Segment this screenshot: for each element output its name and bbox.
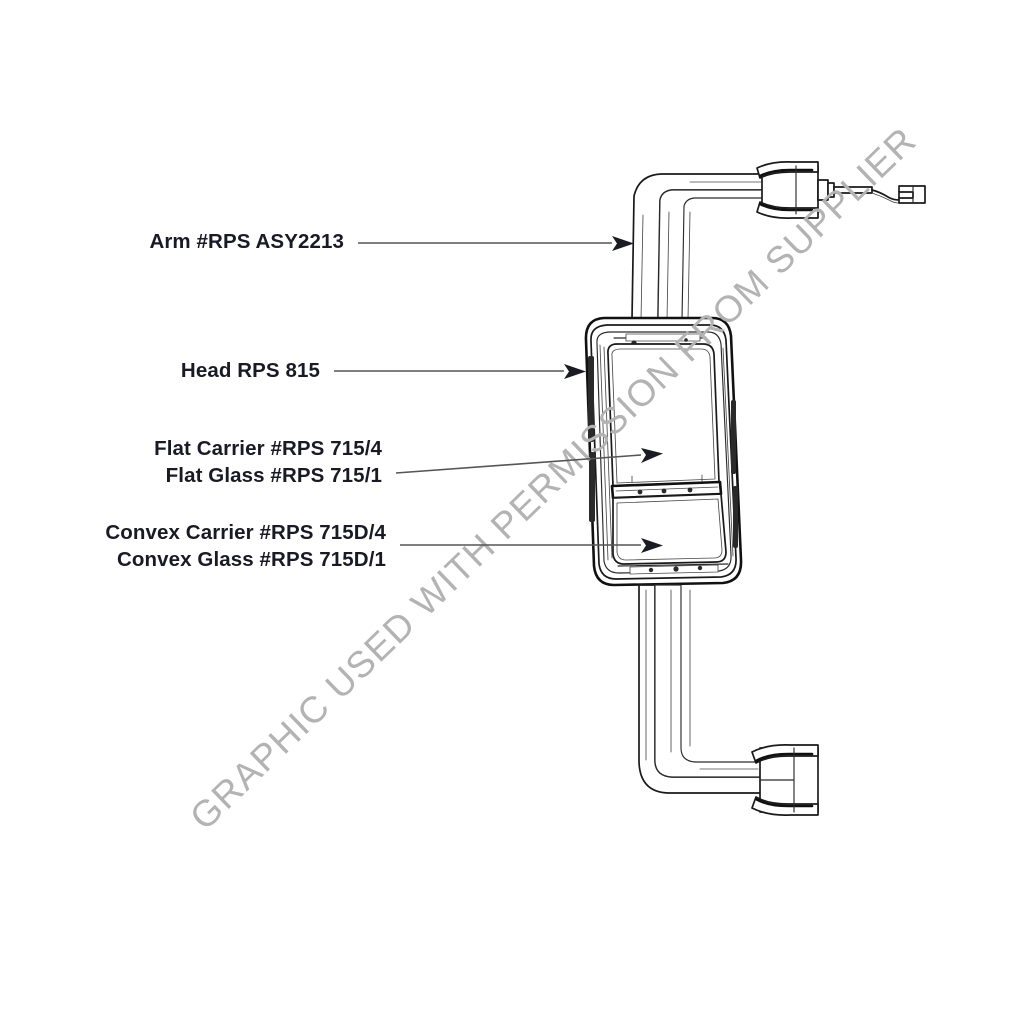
leader-head [334,364,586,379]
arm-callout-line-1: Arm #RPS ASY2213 [149,230,344,253]
wire-connector-plug [898,185,926,204]
leader-arm [358,236,634,251]
top-mount-bracket [756,161,900,219]
bottom-mount-bracket [751,744,819,816]
upper-arm-tube [631,173,773,321]
head-callout-label: Head RPS 815 [0,357,320,384]
arm-callout-label: Arm #RPS ASY2213 [0,228,344,255]
convex-glass-line: Convex Glass #RPS 715D/1 [116,548,386,572]
flat-carrier-line: Flat Carrier #RPS 715/4 [154,437,382,460]
convex-glass-panel [612,493,727,565]
lower-arm-tube [638,584,763,794]
convex-glass-callout-label: Convex Carrier #RPS 715D/4 Convex Glass … [0,519,386,573]
leader-flat-glass [395,448,663,474]
leader-convex-glass [400,538,663,553]
head-callout-line-1: Head RPS 815 [180,359,320,382]
flat-glass-line: Flat Glass #RPS 715/1 [165,464,382,488]
flat-glass-callout-label: Flat Carrier #RPS 715/4 Flat Glass #RPS … [0,435,382,489]
convex-carrier-line: Convex Carrier #RPS 715D/4 [105,521,386,544]
